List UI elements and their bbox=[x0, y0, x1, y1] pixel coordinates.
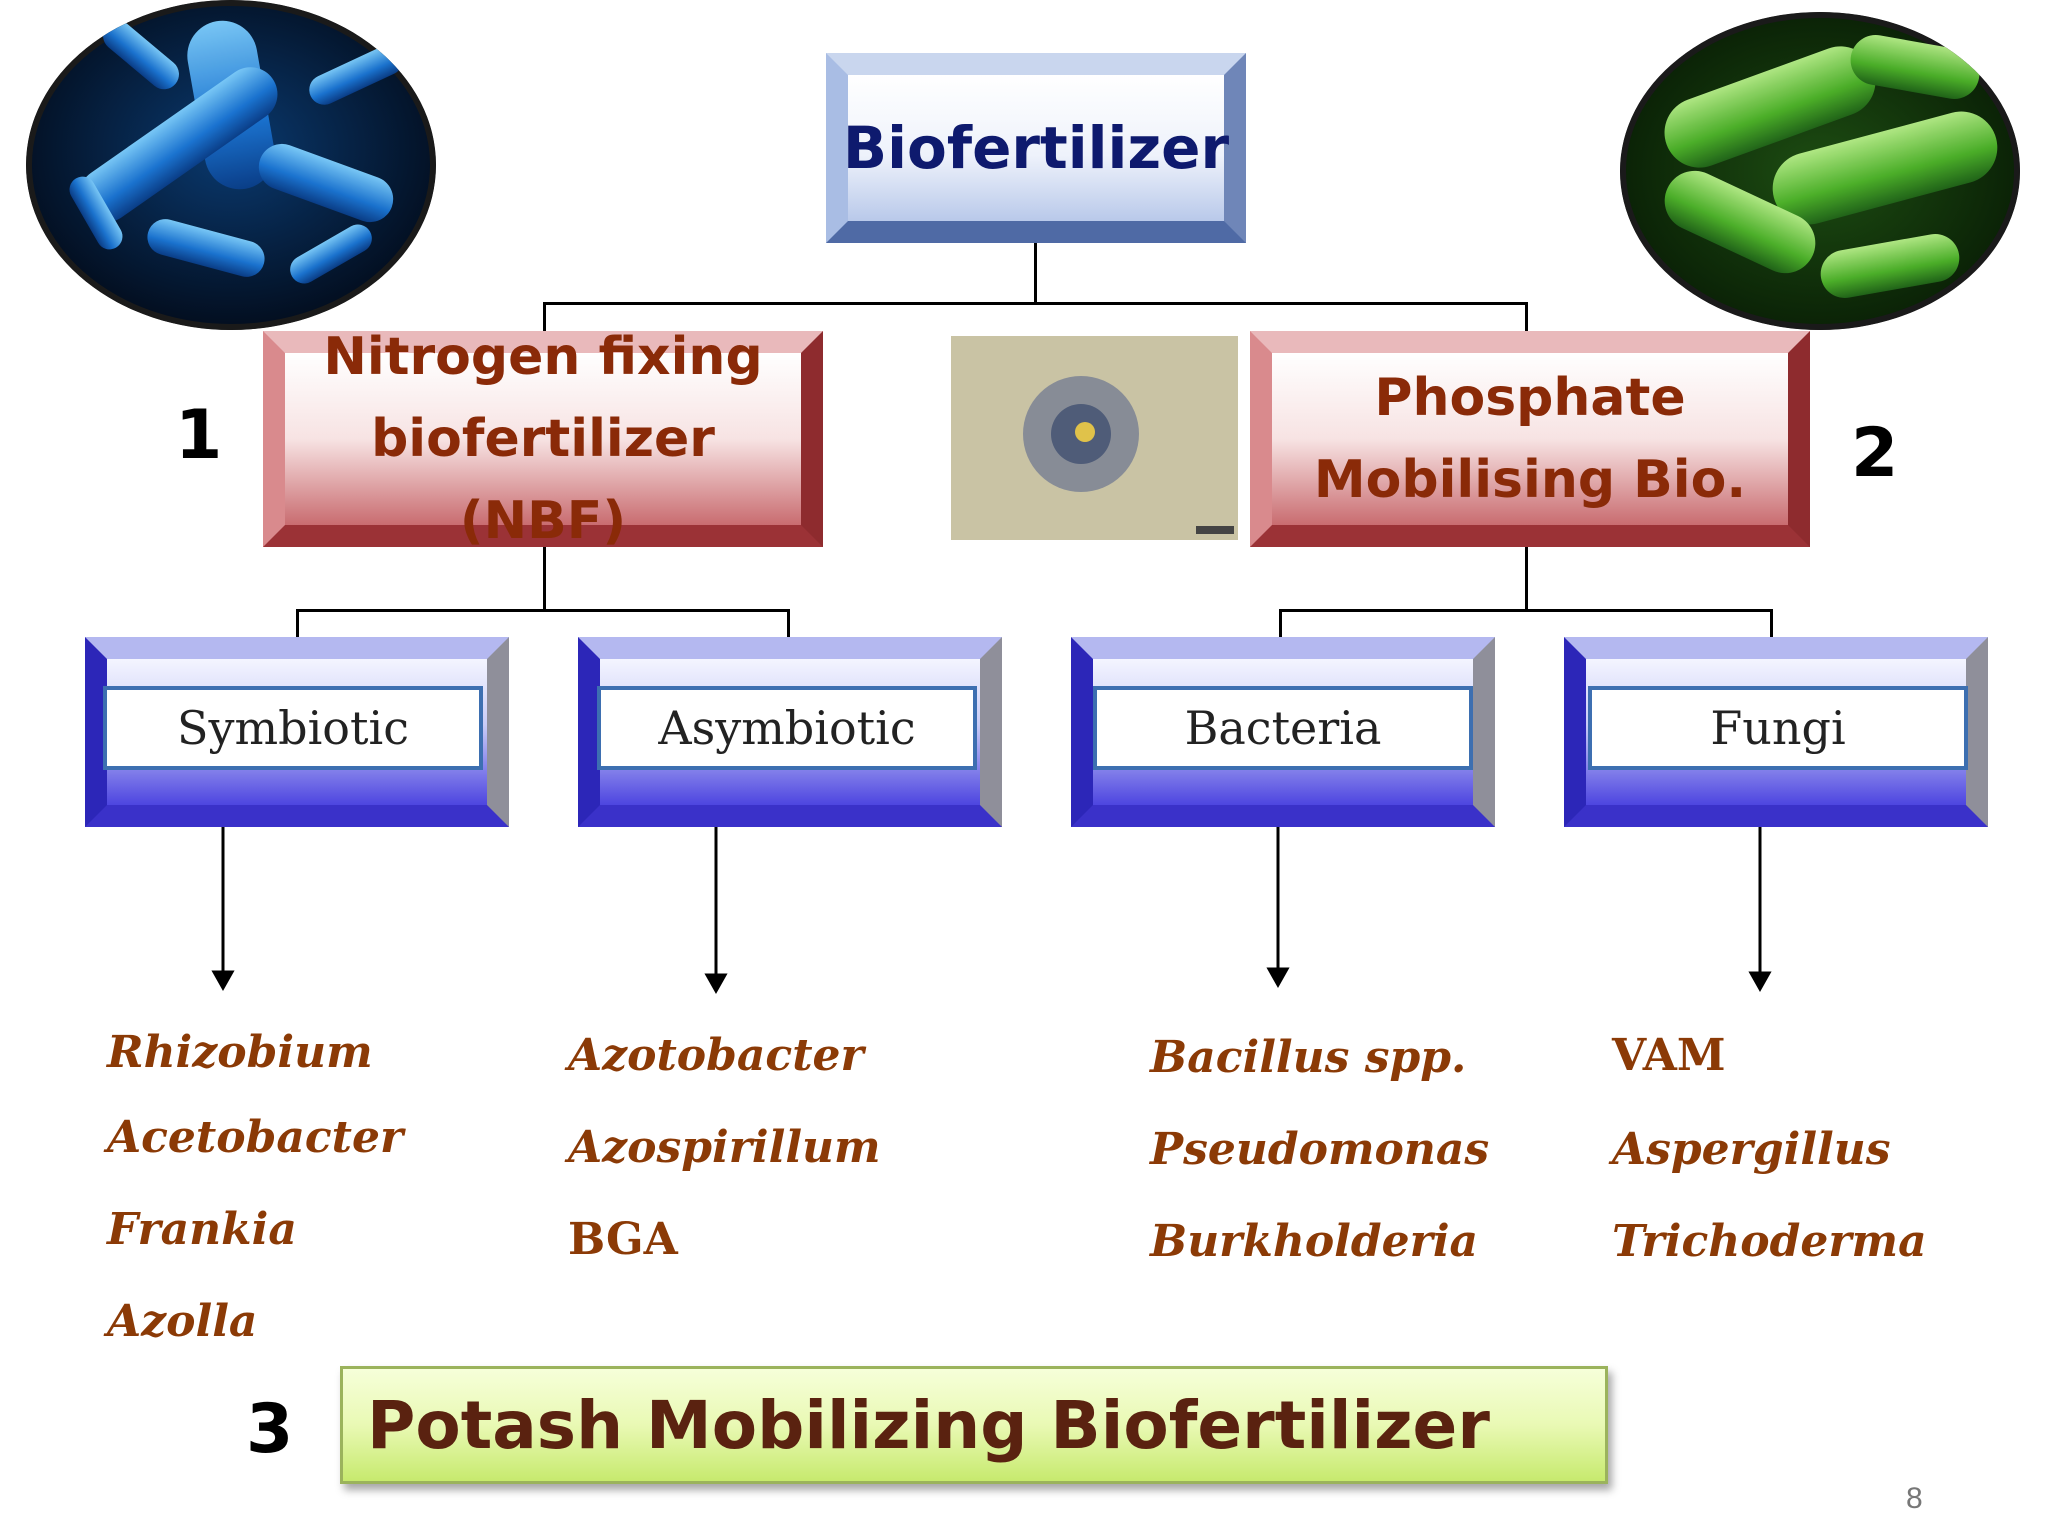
arrow-head-symbiotic bbox=[211, 970, 235, 992]
potash-mobilizing-box: Potash Mobilizing Biofertilizer bbox=[340, 1366, 1608, 1484]
species-azotobacter: Azotobacter bbox=[568, 1030, 864, 1081]
symbiotic-label: Symbiotic bbox=[103, 686, 483, 770]
root-node: Biofertilizer bbox=[826, 53, 1246, 243]
potash-label: Potash Mobilizing Biofertilizer bbox=[367, 1386, 1490, 1464]
connector-bac-up bbox=[1279, 609, 1282, 639]
phosphate-label-line2: Mobilising Bio. bbox=[1313, 450, 1747, 510]
connector-nbf-up bbox=[543, 302, 546, 332]
species-frankia: Frankia bbox=[107, 1204, 297, 1255]
species-trichoderma: Trichoderma bbox=[1612, 1216, 1927, 1267]
species-rhizobium: Rhizobium bbox=[107, 1027, 373, 1078]
blue-bacteria-image bbox=[26, 0, 436, 330]
phosphate-mobilising-node: Phosphate Mobilising Bio. bbox=[1250, 331, 1810, 547]
species-aspergillus: Aspergillus bbox=[1612, 1124, 1891, 1175]
connector-pmb-horizontal bbox=[1279, 609, 1772, 612]
connector-pmb-up bbox=[1525, 302, 1528, 332]
fungi-label: Fungi bbox=[1588, 686, 1968, 770]
connector-root-down bbox=[1034, 241, 1037, 303]
species-azolla: Azolla bbox=[107, 1296, 258, 1347]
arrow-head-asymbiotic bbox=[704, 973, 728, 995]
connector-nbf-horizontal bbox=[296, 609, 789, 612]
branch-number-3: 3 bbox=[246, 1390, 294, 1469]
connector-pmb-down bbox=[1525, 547, 1528, 611]
connector-nbf-down bbox=[543, 547, 546, 611]
species-vam: VAM bbox=[1612, 1030, 1726, 1081]
nitrogen-fixing-label-line1: Nitrogen fixing bbox=[323, 327, 763, 387]
nitrogen-fixing-label-line2: biofertilizer (NBF) bbox=[371, 409, 715, 551]
species-acetobacter: Acetobacter bbox=[107, 1112, 404, 1163]
page-number: 8 bbox=[1906, 1482, 1923, 1515]
branch-number-2: 2 bbox=[1851, 414, 1899, 493]
species-bacillus: Bacillus spp. bbox=[1150, 1032, 1467, 1083]
branch-number-1: 1 bbox=[175, 396, 223, 475]
connector-asym-up bbox=[787, 609, 790, 639]
arrow-head-bacteria bbox=[1266, 967, 1290, 989]
species-burkholderia: Burkholderia bbox=[1150, 1216, 1479, 1267]
arrow-head-fungi bbox=[1748, 971, 1772, 993]
connector-fun-up bbox=[1770, 609, 1773, 639]
bacteria-label: Bacteria bbox=[1093, 686, 1473, 770]
species-bga: BGA bbox=[568, 1214, 678, 1265]
connector-level1-horizontal bbox=[543, 302, 1527, 305]
species-pseudomonas: Pseudomonas bbox=[1150, 1124, 1490, 1175]
asymbiotic-label: Asymbiotic bbox=[597, 686, 977, 770]
petri-dish-image bbox=[951, 336, 1238, 540]
phosphate-label-line1: Phosphate bbox=[1374, 368, 1686, 428]
species-azospirillum: Azospirillum bbox=[568, 1122, 881, 1173]
nitrogen-fixing-node: Nitrogen fixing biofertilizer (NBF) bbox=[263, 327, 823, 551]
connector-sym-up bbox=[296, 609, 299, 639]
root-label: Biofertilizer bbox=[842, 114, 1230, 182]
green-bacteria-image bbox=[1620, 12, 2020, 330]
